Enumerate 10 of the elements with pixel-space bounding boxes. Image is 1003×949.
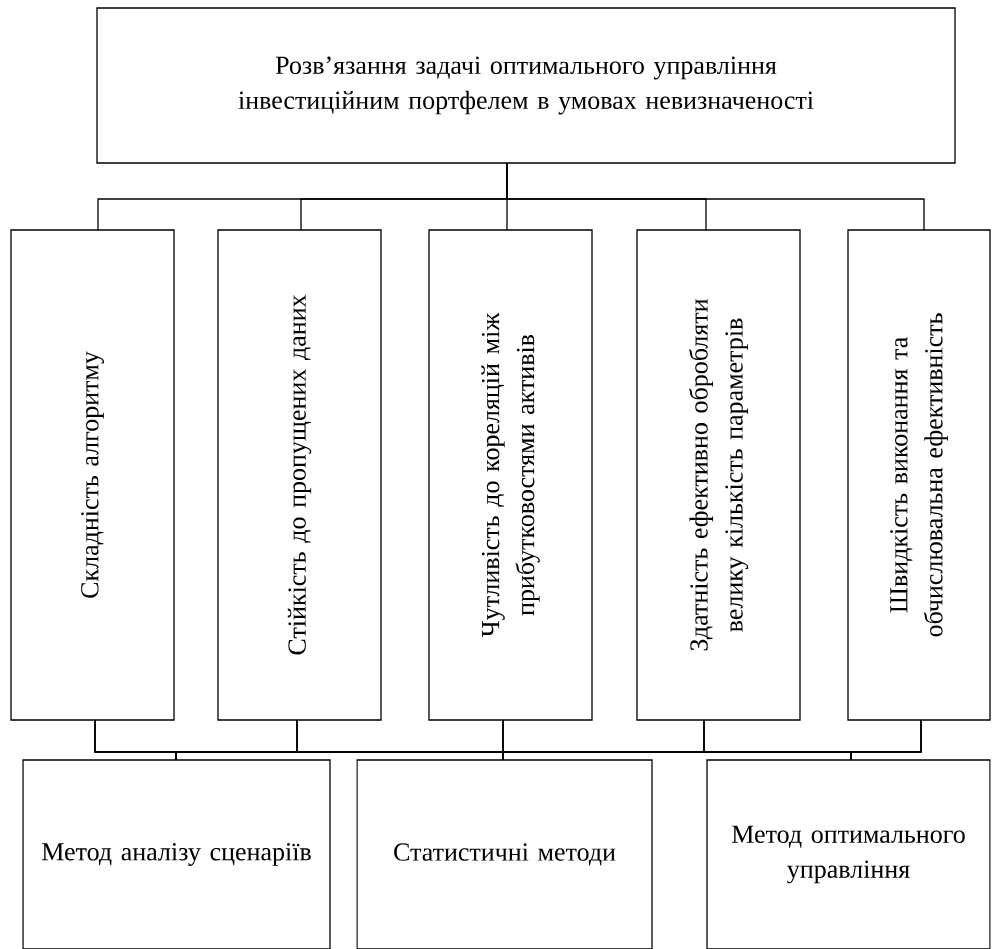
method-box: Метод оптимального управління: [706, 759, 991, 949]
criterion-box: Чутливість до кореляцій між прибутковостями активів: [428, 229, 593, 721]
criterion-box: Складність алгоритму: [10, 229, 175, 721]
connector-line: [506, 162, 925, 231]
method-box: Метод аналізу сценаріїв: [22, 759, 331, 949]
method-box: Статистичні методи: [356, 759, 653, 949]
connector-line: [850, 719, 922, 761]
criterion-box: Стійкість до пропущених даних: [217, 229, 382, 721]
criterion-box: Швидкість виконання та обчислювальна ефективність: [847, 229, 991, 721]
goal-box: Розв’язання задачі оптимального управління інвестиційним портфелем в умовах невизначеності: [96, 7, 956, 164]
